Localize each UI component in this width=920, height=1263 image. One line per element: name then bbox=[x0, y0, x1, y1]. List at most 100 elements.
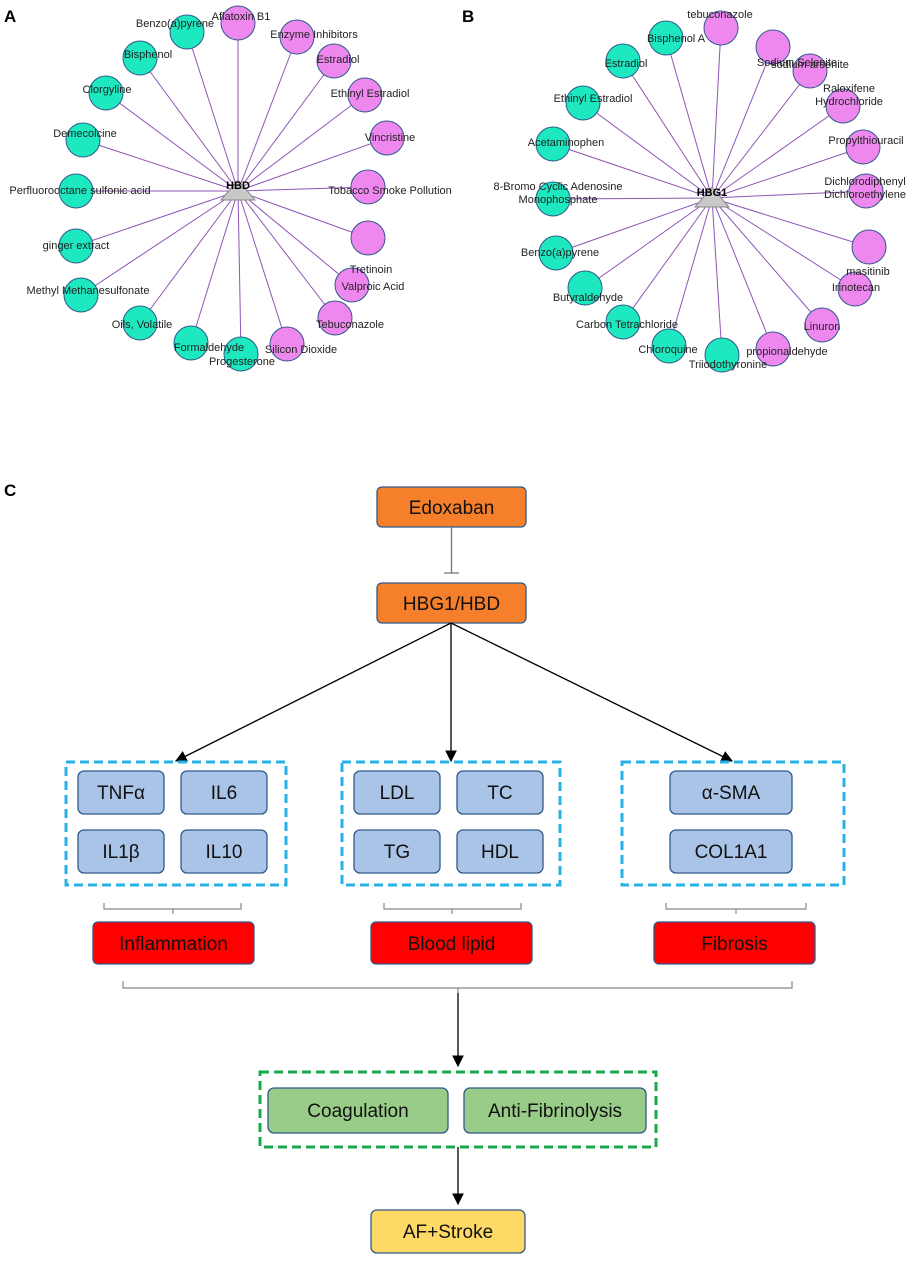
fibrosis-group bbox=[620, 760, 846, 887]
node-propylthiouracil bbox=[845, 129, 881, 165]
node-oils-volatile bbox=[122, 305, 158, 341]
node-chloroquine bbox=[651, 328, 687, 364]
node-carbon-tetrachloride bbox=[605, 304, 641, 340]
node-label-perfluorooctane-sulfonic-acid: Perfluorooctane sulfonic acid bbox=[9, 185, 150, 197]
node-label-propylthiouracil: Propylthiouracil bbox=[828, 135, 903, 147]
network-b-nodes bbox=[535, 10, 887, 373]
edge-ginger-extract bbox=[75, 190, 239, 247]
network-a-nodes bbox=[58, 5, 405, 372]
edge-ethinyl-estradiol bbox=[237, 94, 366, 192]
marker-tg: TG bbox=[384, 842, 410, 863]
edge-formaldehyde bbox=[190, 190, 239, 344]
node-raloxifene-hydrochloride bbox=[825, 88, 861, 124]
edge-tobacco-smoke-pollution bbox=[237, 186, 369, 192]
node-perfluorooctane-sulfonic-acid bbox=[58, 173, 94, 209]
node-label-sodium-arsenite: sodium arsenite bbox=[771, 59, 849, 71]
node-benzo-a-pyrene bbox=[538, 235, 574, 271]
inflammation-box bbox=[92, 921, 255, 965]
edge-chloroquine bbox=[668, 197, 713, 347]
edge-masitinib bbox=[711, 197, 870, 248]
edge-triiodothyronine bbox=[711, 197, 723, 356]
node-label-formaldehyde: Formaldehyde bbox=[174, 342, 244, 354]
inflammation-label: Inflammation bbox=[119, 934, 228, 955]
node-enzyme-inhibitors bbox=[279, 19, 315, 55]
network-b-edges bbox=[552, 27, 870, 356]
node-label-vincristine: Vincristine bbox=[365, 132, 416, 144]
edge-sodium-selenite bbox=[711, 46, 774, 199]
network-b-hub: HBG1 bbox=[693, 186, 731, 208]
inflammation-group bbox=[64, 760, 288, 887]
hub-triangle-icon bbox=[219, 179, 257, 201]
node-label-tretinoin: Tretinoin bbox=[350, 264, 392, 276]
flow-diagram: Edoxaban HBG1/HBD TNFα IL6 IL1β IL10 LDL… bbox=[64, 486, 846, 1254]
node-label-valproic-acid: Valproic Acid bbox=[342, 281, 405, 293]
network-b-hub-label: HBG1 bbox=[697, 187, 728, 199]
node-butyraldehyde bbox=[567, 270, 603, 306]
edge-irinotecan bbox=[711, 197, 856, 290]
lipid-group bbox=[340, 760, 562, 887]
marker-box bbox=[353, 829, 441, 874]
node-label-bisphenol-a: Bisphenol A bbox=[647, 33, 706, 45]
brace-fibrosis bbox=[665, 903, 807, 914]
node-tretinoin bbox=[350, 220, 386, 256]
marker-ldl: LDL bbox=[380, 783, 415, 804]
node-progesterone bbox=[223, 336, 259, 372]
node-label-benzo-a-pyrene: Benzo(a)pyrene bbox=[521, 247, 599, 259]
anti-fibrinolysis-box bbox=[463, 1087, 647, 1134]
marker-il10: IL10 bbox=[206, 842, 243, 863]
node-irinotecan bbox=[837, 271, 873, 307]
node-linuron bbox=[804, 307, 840, 343]
node-label-sodium-selenite: Sodium Selenite bbox=[757, 57, 837, 69]
edge-bisphenol-a bbox=[665, 37, 713, 199]
node-aflatoxin-b1 bbox=[220, 5, 256, 41]
node-silicon-dioxide bbox=[269, 326, 305, 362]
edge-ethinyl-estradiol bbox=[582, 102, 713, 199]
edge-benzo-a-pyrene bbox=[555, 197, 713, 254]
node-label-triiodothyronine: Triiodothyronine bbox=[689, 359, 767, 371]
marker-box bbox=[77, 829, 165, 874]
node-label-aflatoxin-b1: Aflatoxin B1 bbox=[212, 11, 271, 23]
node-propionaldehyde bbox=[755, 331, 791, 367]
node-methyl-methanesulfonate bbox=[63, 277, 99, 313]
edge-methyl-methanesulfonate bbox=[80, 190, 239, 296]
panel-label-c: C bbox=[4, 481, 16, 500]
panel-label-b: B bbox=[462, 7, 474, 26]
edge-clorgyline bbox=[105, 92, 239, 192]
edge-valproic-acid bbox=[237, 190, 353, 286]
marker-asma: α-SMA bbox=[702, 783, 761, 804]
marker-box bbox=[669, 770, 793, 815]
hub-triangle-icon bbox=[693, 186, 731, 208]
marker-tc: TC bbox=[487, 783, 512, 804]
panel-label-a: A bbox=[4, 7, 16, 26]
edge-raloxifene-hydrochloride bbox=[711, 105, 844, 199]
node-label-clorgyline: Clorgyline bbox=[83, 84, 132, 96]
blood-lipid-box bbox=[370, 921, 533, 965]
edge-tretinoin bbox=[237, 190, 369, 239]
edge-acetaminophen bbox=[552, 143, 713, 199]
node-label-ethinyl-estradiol: Ethinyl Estradiol bbox=[554, 93, 633, 105]
node-bisphenol bbox=[122, 40, 158, 76]
node-valproic-acid bbox=[334, 267, 370, 303]
brace-lipid bbox=[383, 903, 522, 914]
node-label-irinotecan: Irinotecan bbox=[832, 282, 880, 294]
brace-all bbox=[122, 981, 793, 993]
drug-label: Edoxaban bbox=[409, 498, 495, 519]
edge-benzo-a-pyrene bbox=[186, 31, 239, 192]
target-label: HBG1/HBD bbox=[403, 594, 500, 615]
edge-estradiol bbox=[237, 60, 335, 192]
marker-box bbox=[456, 829, 544, 874]
edge-tebuconazole bbox=[237, 190, 336, 319]
node-ginger-extract bbox=[58, 228, 94, 264]
node-masitinib bbox=[851, 229, 887, 265]
marker-tnfa: TNFα bbox=[97, 783, 145, 804]
node-vincristine bbox=[369, 120, 405, 156]
outcome-label: AF+Stroke bbox=[403, 1222, 493, 1243]
arrow-to-inflammation bbox=[174, 622, 452, 762]
node-label-linuron: Linuron bbox=[804, 321, 841, 333]
marker-il6: IL6 bbox=[211, 783, 237, 804]
